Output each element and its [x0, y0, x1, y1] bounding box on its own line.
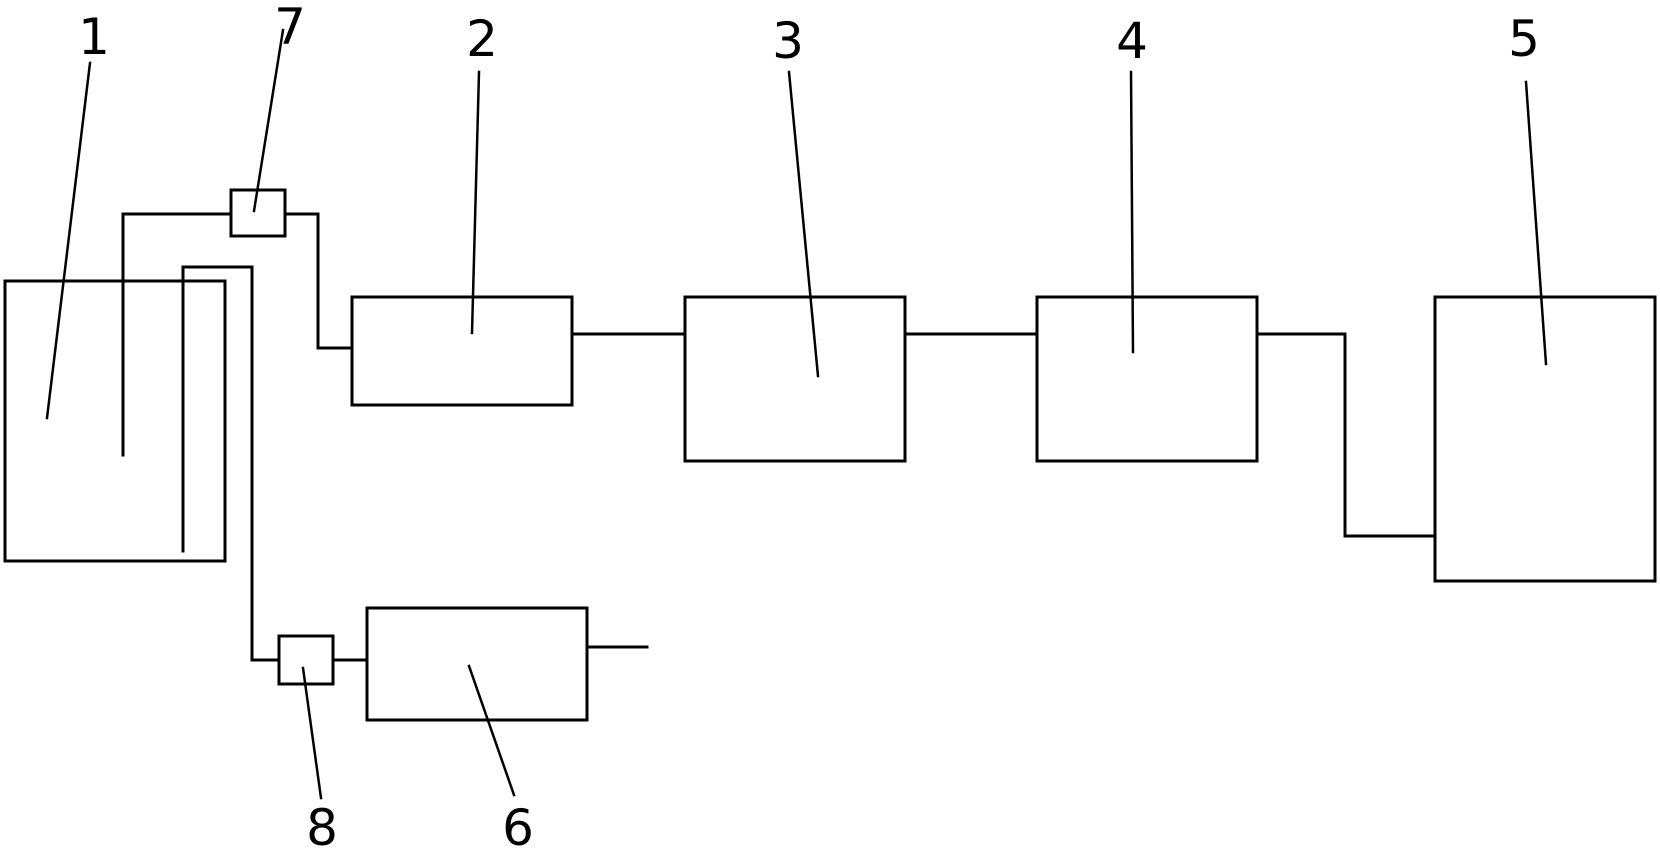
pipe-tank-to-valve-7: [121, 212, 233, 457]
label-7: 7: [274, 0, 306, 56]
pipe-valve-7-to-unit-2: [283, 212, 354, 350]
label-1: 1: [78, 8, 110, 66]
unit-2-box: [350, 295, 574, 407]
label-5: 5: [1508, 10, 1540, 68]
leader-line-1: [45, 61, 92, 420]
valve-8-box: [277, 634, 335, 686]
pipe-tank-to-valve-8: [181, 265, 281, 662]
label-3: 3: [772, 12, 804, 70]
label-4: 4: [1116, 12, 1148, 70]
leader-line-2: [470, 70, 481, 335]
label-8: 8: [306, 799, 338, 853]
pipe-unit-4-to-unit-5: [1255, 332, 1437, 538]
leader-line-8: [301, 666, 323, 800]
leader-line-5: [1524, 80, 1548, 366]
unit-5-box: [1433, 295, 1657, 583]
leader-line-3: [787, 70, 820, 378]
unit-4-box: [1035, 295, 1259, 463]
leader-line-4: [1129, 70, 1135, 354]
leader-line-6: [467, 664, 516, 797]
unit-3-box: [683, 295, 907, 463]
tank-1-box: [3, 279, 227, 563]
valve-7-box: [229, 188, 287, 238]
label-6: 6: [502, 799, 534, 853]
label-2: 2: [466, 10, 498, 68]
leader-line-7: [252, 28, 285, 213]
unit-6-box: [365, 606, 589, 722]
